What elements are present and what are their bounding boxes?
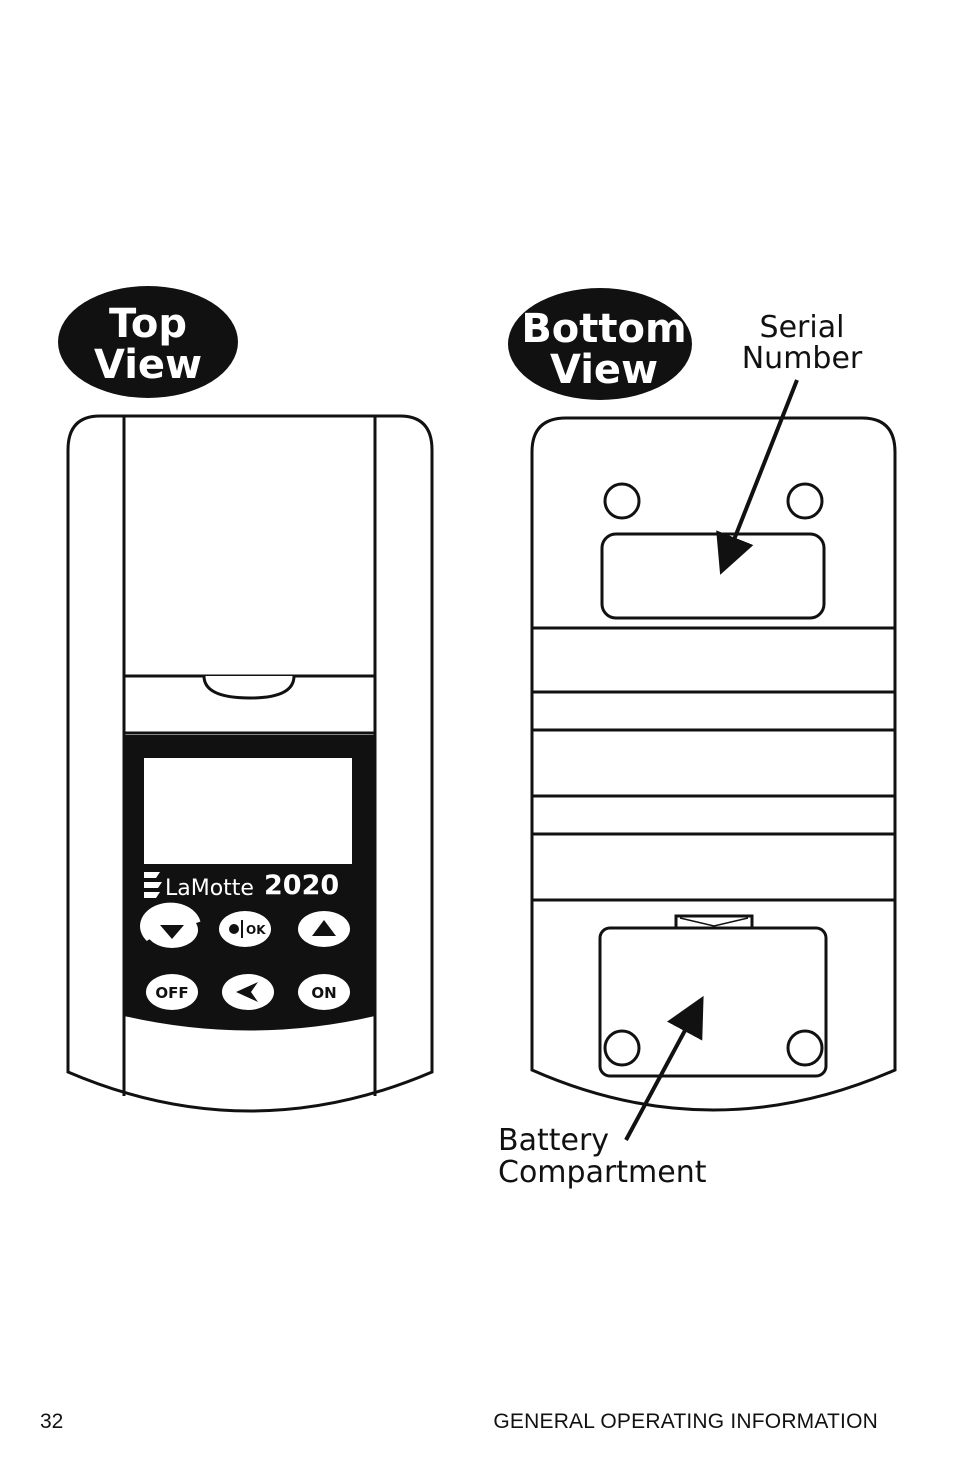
screw-hole <box>603 482 641 520</box>
model-number: 2020 <box>264 870 339 901</box>
record-icon <box>229 924 239 934</box>
page-number: 32 <box>40 1410 64 1433</box>
serial-number-label-line2: Number <box>742 341 863 376</box>
down-button[interactable] <box>140 902 201 948</box>
screw-hole <box>786 482 824 520</box>
down-arrow-icon <box>160 925 184 939</box>
serial-number-arrow <box>716 379 799 575</box>
back-arrow-icon <box>236 982 258 1002</box>
back-button[interactable] <box>222 974 274 1010</box>
serial-number-plate <box>600 532 826 620</box>
up-button[interactable] <box>298 911 350 947</box>
serial-number-label-line1: Serial <box>760 310 845 345</box>
ok-button[interactable]: OK <box>219 911 271 947</box>
battery-screw-hole <box>786 1029 824 1067</box>
top-view-title-line1: Top <box>109 301 187 347</box>
battery-screw-hole <box>603 1029 641 1067</box>
top-view-badge: Top View <box>58 286 238 398</box>
battery-compartment-label-line2: Compartment <box>498 1155 707 1190</box>
off-button-label: OFF <box>155 984 188 1002</box>
battery-compartment-arrow <box>624 995 704 1141</box>
on-button-label: ON <box>311 984 336 1002</box>
top-view-title-line2: View <box>94 342 202 388</box>
brand-name: LaMotte <box>165 876 254 901</box>
lcd-display <box>144 758 352 864</box>
section-title: GENERAL OPERATING INFORMATION <box>493 1410 878 1433</box>
bottom-view-title-line2: View <box>550 347 658 393</box>
bottom-view-device <box>530 416 897 1112</box>
lamotte-logo-icon <box>144 872 162 898</box>
battery-compartment-door <box>598 926 828 1078</box>
battery-compartment-label-line1: Battery <box>498 1123 609 1158</box>
up-arrow-icon <box>312 920 336 936</box>
bottom-view-title-line1: Bottom <box>521 306 686 352</box>
ok-button-label: OK <box>246 923 266 937</box>
off-button[interactable]: OFF <box>146 974 198 1010</box>
bottom-view-badge: Bottom View <box>508 288 692 400</box>
brand-logo: LaMotte 2020 <box>144 870 339 901</box>
on-button[interactable]: ON <box>298 974 350 1010</box>
